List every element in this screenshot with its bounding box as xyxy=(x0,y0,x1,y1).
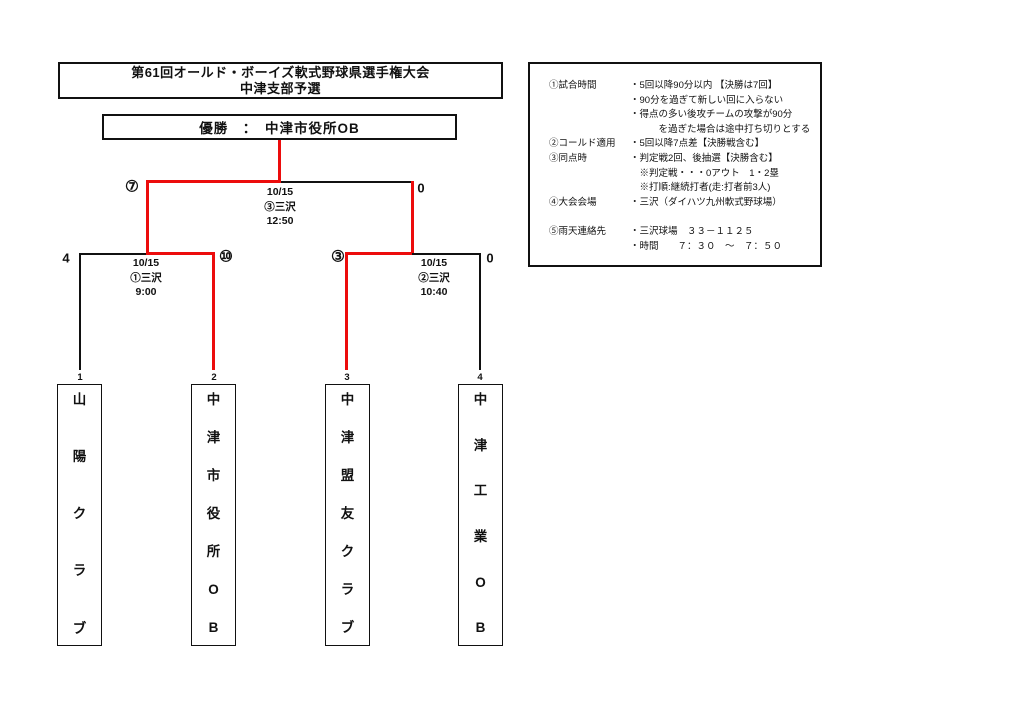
team-box-2: 中津市役所 O B xyxy=(191,384,236,646)
final-bar-right xyxy=(281,181,413,183)
team-name-char: 中 xyxy=(473,392,488,407)
rule-lines: ・5回以降90分以内 【決勝は7回】・90分を過ぎて新しい回に入らない・得点の多… xyxy=(630,79,814,137)
champion-connector-line xyxy=(278,140,281,182)
team-name-char: 津 xyxy=(206,430,221,446)
semi2-time: 10:40 xyxy=(420,286,448,298)
semi2-venue: ②三沢 xyxy=(418,271,450,284)
tournament-title-line1: 第61回オールド・ボーイズ軟式野球県選手権大会 xyxy=(131,65,430,80)
rule-line: を過ぎた場合は途中打ち切りとする xyxy=(630,123,811,135)
rule-line: ・三沢（ダイハツ九州軟式野球場） xyxy=(630,196,782,208)
semi1-date: 10/15 xyxy=(132,257,160,269)
rule-line: ・判定戦2回、後抽選【決勝含む】 xyxy=(630,152,778,164)
semi1-venue: ①三沢 xyxy=(130,271,162,284)
tournament-title-line2: 中津支部予選 xyxy=(239,80,321,96)
semi1-score-right: ⑩ xyxy=(219,248,233,266)
semi1-score-left: 4 xyxy=(62,250,70,266)
final-score-right: 0 xyxy=(417,180,425,196)
title-box: 第61回オールド・ボーイズ軟式野球県選手権大会 中津支部予選 xyxy=(58,62,503,99)
team-name-char: O xyxy=(208,582,219,598)
team-name-char: 役 xyxy=(206,506,221,522)
team-name-char: 所 xyxy=(206,544,221,560)
rule-label: ⑤雨天連絡先 xyxy=(549,225,607,237)
rule-row: ④大会会場 ・三沢（ダイハツ九州軟式野球場） xyxy=(549,196,814,211)
rule-line: ※打順:継続打者(走:打者前3人) xyxy=(630,182,771,194)
team-name-char: ク xyxy=(72,506,87,522)
team3-drop-line xyxy=(345,252,348,370)
team-name-char: O xyxy=(475,574,486,590)
rule-line: ・5回以降90分以内 【決勝は7回】 xyxy=(630,80,778,91)
semi1-match-info: 10/15 ①三沢 9:00 xyxy=(100,256,192,300)
rule-lines: ・5回以降7点差【決勝戦含む】 xyxy=(630,137,814,152)
rule-row: ②コールド適用 ・5回以降7点差【決勝戦含む】 xyxy=(549,137,814,152)
final-venue: ③三沢 xyxy=(264,200,296,213)
team-name-char: ラ xyxy=(72,563,87,579)
team-name-char: 津 xyxy=(340,430,355,446)
rule-line: ※判定戦・・・0アウト 1・2塁 xyxy=(630,167,779,179)
rule-label: ③同点時 xyxy=(549,152,588,164)
semi2-bar-right xyxy=(412,253,480,255)
rules-panel: ①試合時間 ・5回以降90分以内 【決勝は7回】・90分を過ぎて新しい回に入らない… xyxy=(528,62,822,267)
team-name-char: ラ xyxy=(340,582,355,598)
rule-line: ・5回以降7点差【決勝戦含む】 xyxy=(630,138,765,150)
rule-label: ②コールド適用 xyxy=(549,138,616,150)
final-score-left: ⑦ xyxy=(125,178,139,196)
team-box-3: 中津盟友クラブ xyxy=(325,384,370,646)
final-bar-left xyxy=(146,180,281,183)
team-name-char: 盟 xyxy=(340,468,355,484)
rule-label: ①試合時間 xyxy=(549,80,597,91)
rule-line: ・時間 ７：３０ ～ ７：５０ xyxy=(630,240,783,252)
rule-label: ④大会会場 xyxy=(549,196,597,208)
champion-text: 優勝 ： 中津市役所OB xyxy=(199,121,360,136)
semi2-date: 10/15 xyxy=(420,257,448,269)
semi2-bar-left xyxy=(345,252,414,255)
team-name-char: 中 xyxy=(340,392,355,407)
team3-seed: 3 xyxy=(344,372,350,383)
team-name-char: 中 xyxy=(206,392,221,407)
champion-box: 優勝 ： 中津市役所OB xyxy=(102,114,457,140)
team-name-char: 市 xyxy=(206,468,221,484)
team-name-char: ク xyxy=(340,544,355,560)
rule-line: ・得点の多い後攻チームの攻撃が90分 xyxy=(630,109,793,121)
team-name-char: 津 xyxy=(473,437,488,453)
team2-drop-line xyxy=(212,252,215,370)
semi2-score-right: 0 xyxy=(486,250,494,266)
rule-row: ①試合時間 ・5回以降90分以内 【決勝は7回】・90分を過ぎて新しい回に入らない… xyxy=(549,79,814,137)
team-name-char: 工 xyxy=(473,483,488,499)
team-box-1: 山陽クラブ xyxy=(57,384,102,646)
semi1-bar-left xyxy=(79,253,147,255)
team-name-char: 友 xyxy=(340,506,355,522)
rule-lines: ・三沢球場 ３３－１１２５ ・時間 ７：３０ ～ ７：５０ xyxy=(630,225,814,254)
team-name-char: 陽 xyxy=(72,449,87,465)
final-left-arm xyxy=(146,180,149,255)
semi1-time: 9:00 xyxy=(135,286,157,298)
team-name-char: ブ xyxy=(72,620,87,636)
team-name-char: B xyxy=(475,620,486,636)
rule-line: ・三沢球場 ３３－１１２５ xyxy=(630,225,754,237)
team-name-char: 業 xyxy=(473,529,488,545)
team-box-4: 中津工業 O B xyxy=(458,384,503,646)
team1-seed: 1 xyxy=(77,372,83,383)
team-name-char: B xyxy=(208,620,219,636)
rule-lines: ・三沢（ダイハツ九州軟式野球場） xyxy=(630,196,814,211)
team-name-char: 山 xyxy=(72,392,87,407)
rule-lines: ・判定戦2回、後抽選【決勝含む】 ※判定戦・・・0アウト 1・2塁 ※打順:継続… xyxy=(630,152,814,196)
semi1-bar-right xyxy=(146,252,215,255)
team-name-char: ブ xyxy=(340,620,355,636)
team4-drop-line xyxy=(479,253,481,370)
final-right-arm xyxy=(411,181,414,255)
semi2-score-left: ③ xyxy=(331,248,345,266)
rule-row: ③同点時 ・判定戦2回、後抽選【決勝含む】 ※判定戦・・・0アウト 1・2塁 ※打… xyxy=(549,152,814,196)
rule-row: ⑤雨天連絡先 ・三沢球場 ３３－１１２５ ・時間 ７：３０ ～ ７：５０ xyxy=(549,225,814,254)
team2-seed: 2 xyxy=(211,372,217,383)
team4-seed: 4 xyxy=(477,372,483,383)
final-time: 12:50 xyxy=(266,215,294,227)
rule-line: ・90分を過ぎて新しい回に入らない xyxy=(630,94,784,106)
team1-drop-line xyxy=(79,253,81,370)
semi2-match-info: 10/15 ②三沢 10:40 xyxy=(388,256,480,300)
final-match-info: 10/15 ③三沢 12:50 xyxy=(234,185,326,229)
final-date: 10/15 xyxy=(266,186,294,198)
